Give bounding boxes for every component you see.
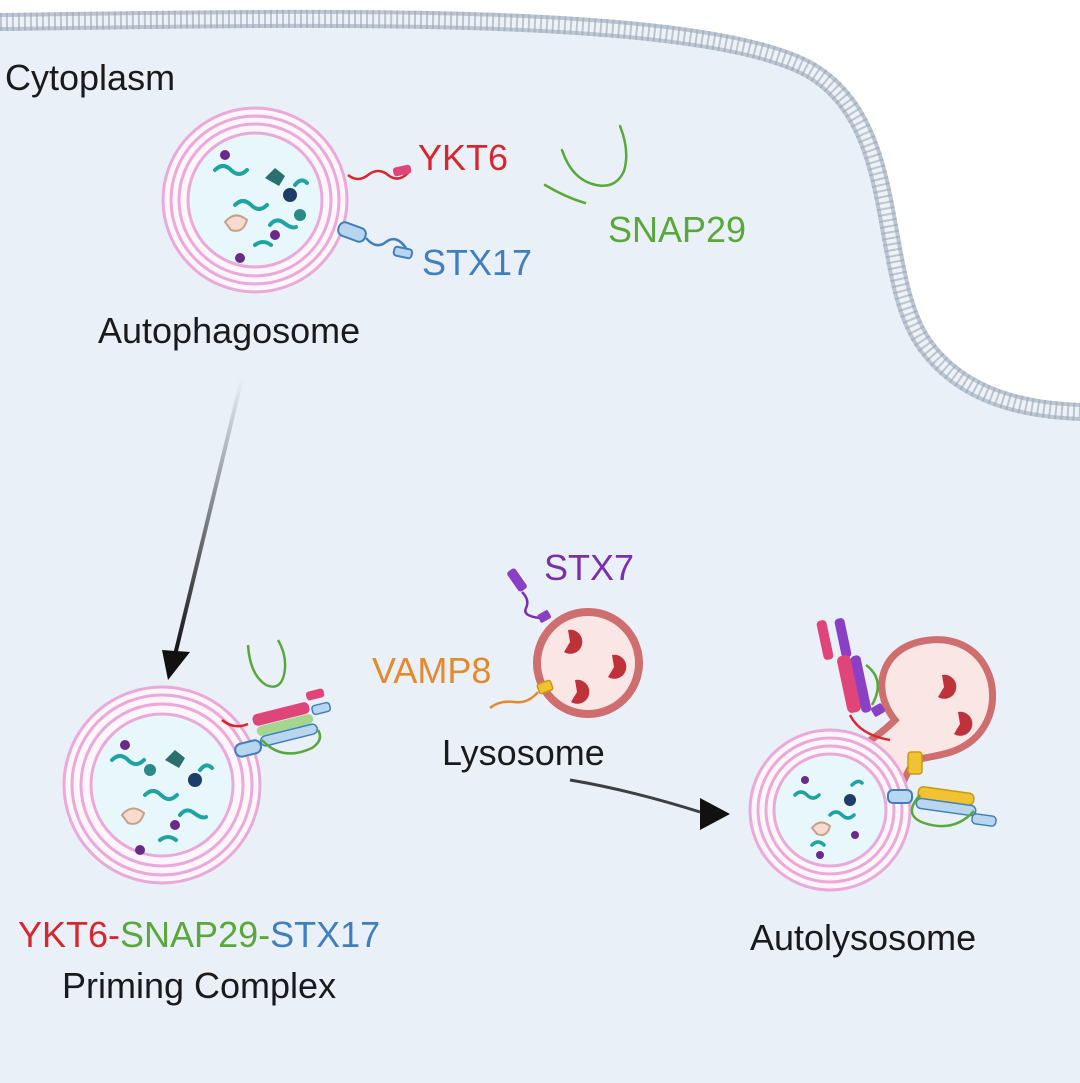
stx7-protein xyxy=(507,568,551,623)
lysosome-label: Lysosome xyxy=(442,732,605,773)
plasma-membrane xyxy=(0,9,1080,421)
priming-complex-name: YKT6-SNAP29-STX17 xyxy=(18,914,380,955)
arrow-to-priming-complex xyxy=(162,377,244,680)
snare-complex-top xyxy=(816,618,891,742)
autophagosome-cargo xyxy=(213,164,309,247)
vamp8-label: VAMP8 xyxy=(372,650,491,691)
complex-stx17-part: STX17 xyxy=(270,914,380,955)
snare-complex-bottom xyxy=(887,751,997,828)
autolysosome-label: Autolysosome xyxy=(750,917,976,958)
ykt6-protein-top xyxy=(347,164,412,181)
stx17-protein-top xyxy=(337,221,414,260)
snap29-protein-free xyxy=(543,124,628,205)
complex-ykt6-part: YKT6- xyxy=(18,914,120,955)
snap29-label: SNAP29 xyxy=(608,209,746,250)
arrow-to-autolysosome xyxy=(350,778,730,830)
ykt6-label: YKT6 xyxy=(418,137,508,178)
lysosome xyxy=(533,608,643,718)
autophagosome-primed xyxy=(62,685,262,885)
autophagosome-label: Autophagosome xyxy=(98,310,360,351)
complex-snap29-part: SNAP29- xyxy=(120,914,270,955)
priming-complex-bundle xyxy=(221,688,332,758)
cytoplasm-label: Cytoplasm xyxy=(5,57,175,98)
stx17-label: STX17 xyxy=(422,242,532,283)
stx7-label: STX7 xyxy=(544,547,634,588)
autophagosome-top xyxy=(161,106,349,294)
snap29-free-2 xyxy=(246,639,287,688)
priming-complex-label: Priming Complex xyxy=(62,965,336,1006)
vamp8-protein xyxy=(489,679,554,709)
